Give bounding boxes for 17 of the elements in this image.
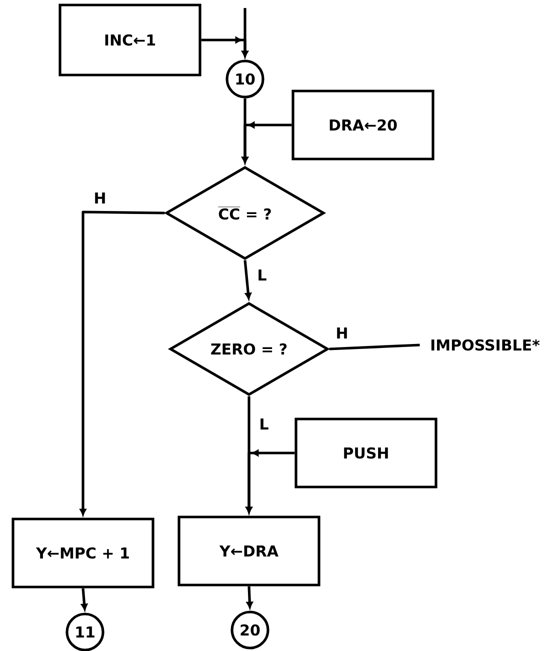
edge-label: L (256, 268, 268, 282)
terminal-text: IMPOSSIBLE* (431, 339, 540, 351)
arrow (80, 210, 165, 516)
arrow (242, 122, 292, 164)
process-box: DRA←20 (292, 90, 434, 160)
arrow (201, 36, 248, 58)
arrow (81, 588, 88, 610)
edge-label: H (334, 326, 350, 340)
arrow (244, 260, 252, 300)
edge-label: L (258, 418, 270, 430)
process-box: Y←MPC + 1 (12, 518, 154, 588)
process-box: Y←DRA (178, 516, 320, 586)
arrow (246, 450, 295, 514)
arrow (246, 586, 253, 608)
process-box: PUSH (294, 418, 438, 488)
edge-label: H (92, 192, 108, 204)
process-box: INC←1 (58, 4, 202, 76)
